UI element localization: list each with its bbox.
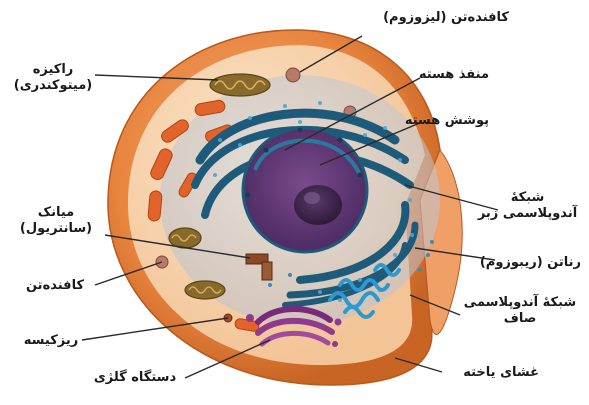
label-mitochondrion: راکیزه (میتوکندری) [8, 62, 98, 94]
label-lysosome-top: کافنده‌تن (لیزوزوم) [383, 10, 509, 26]
label-centriole-line2: (سانتریول) [6, 221, 106, 237]
label-smooth-er-line1: شبکهٔ آندوپلاسمی [455, 295, 585, 311]
mitochondrion-bottom [185, 281, 225, 299]
label-lysosome-left: کافنده‌تن [10, 278, 100, 294]
lysosome-top [286, 68, 300, 82]
nucleolus [294, 185, 342, 225]
label-nuclear-envelope: پوشش هسته [405, 113, 489, 129]
label-centriole-line1: میانک [6, 205, 106, 221]
label-rough-er-line2: آندوپلاسمی زبر [470, 206, 585, 222]
label-membrane: غشای یاخته [463, 365, 539, 381]
label-nuclear-pore: منفذ هسته [419, 67, 489, 83]
label-rough-er-line1: شبکهٔ [470, 190, 585, 206]
label-mitochondrion-line2: (میتوکندری) [8, 78, 98, 94]
label-smooth-er: شبکهٔ آندوپلاسمی صاف [455, 295, 585, 327]
label-golgi: دستگاه گلژی [80, 370, 190, 386]
label-vesicle: ریزکیسه [10, 333, 92, 349]
label-smooth-er-line2: صاف [455, 311, 585, 327]
label-ribosome: رناتن (ریبوزوم) [480, 255, 581, 271]
label-centriole: میانک (سانتریول) [6, 205, 106, 237]
mitochondrion-left [169, 228, 201, 248]
label-rough-er: شبکهٔ آندوپلاسمی زبر [470, 190, 585, 222]
label-mitochondrion-line1: راکیزه [8, 62, 98, 78]
mitochondrion-top [210, 74, 270, 96]
